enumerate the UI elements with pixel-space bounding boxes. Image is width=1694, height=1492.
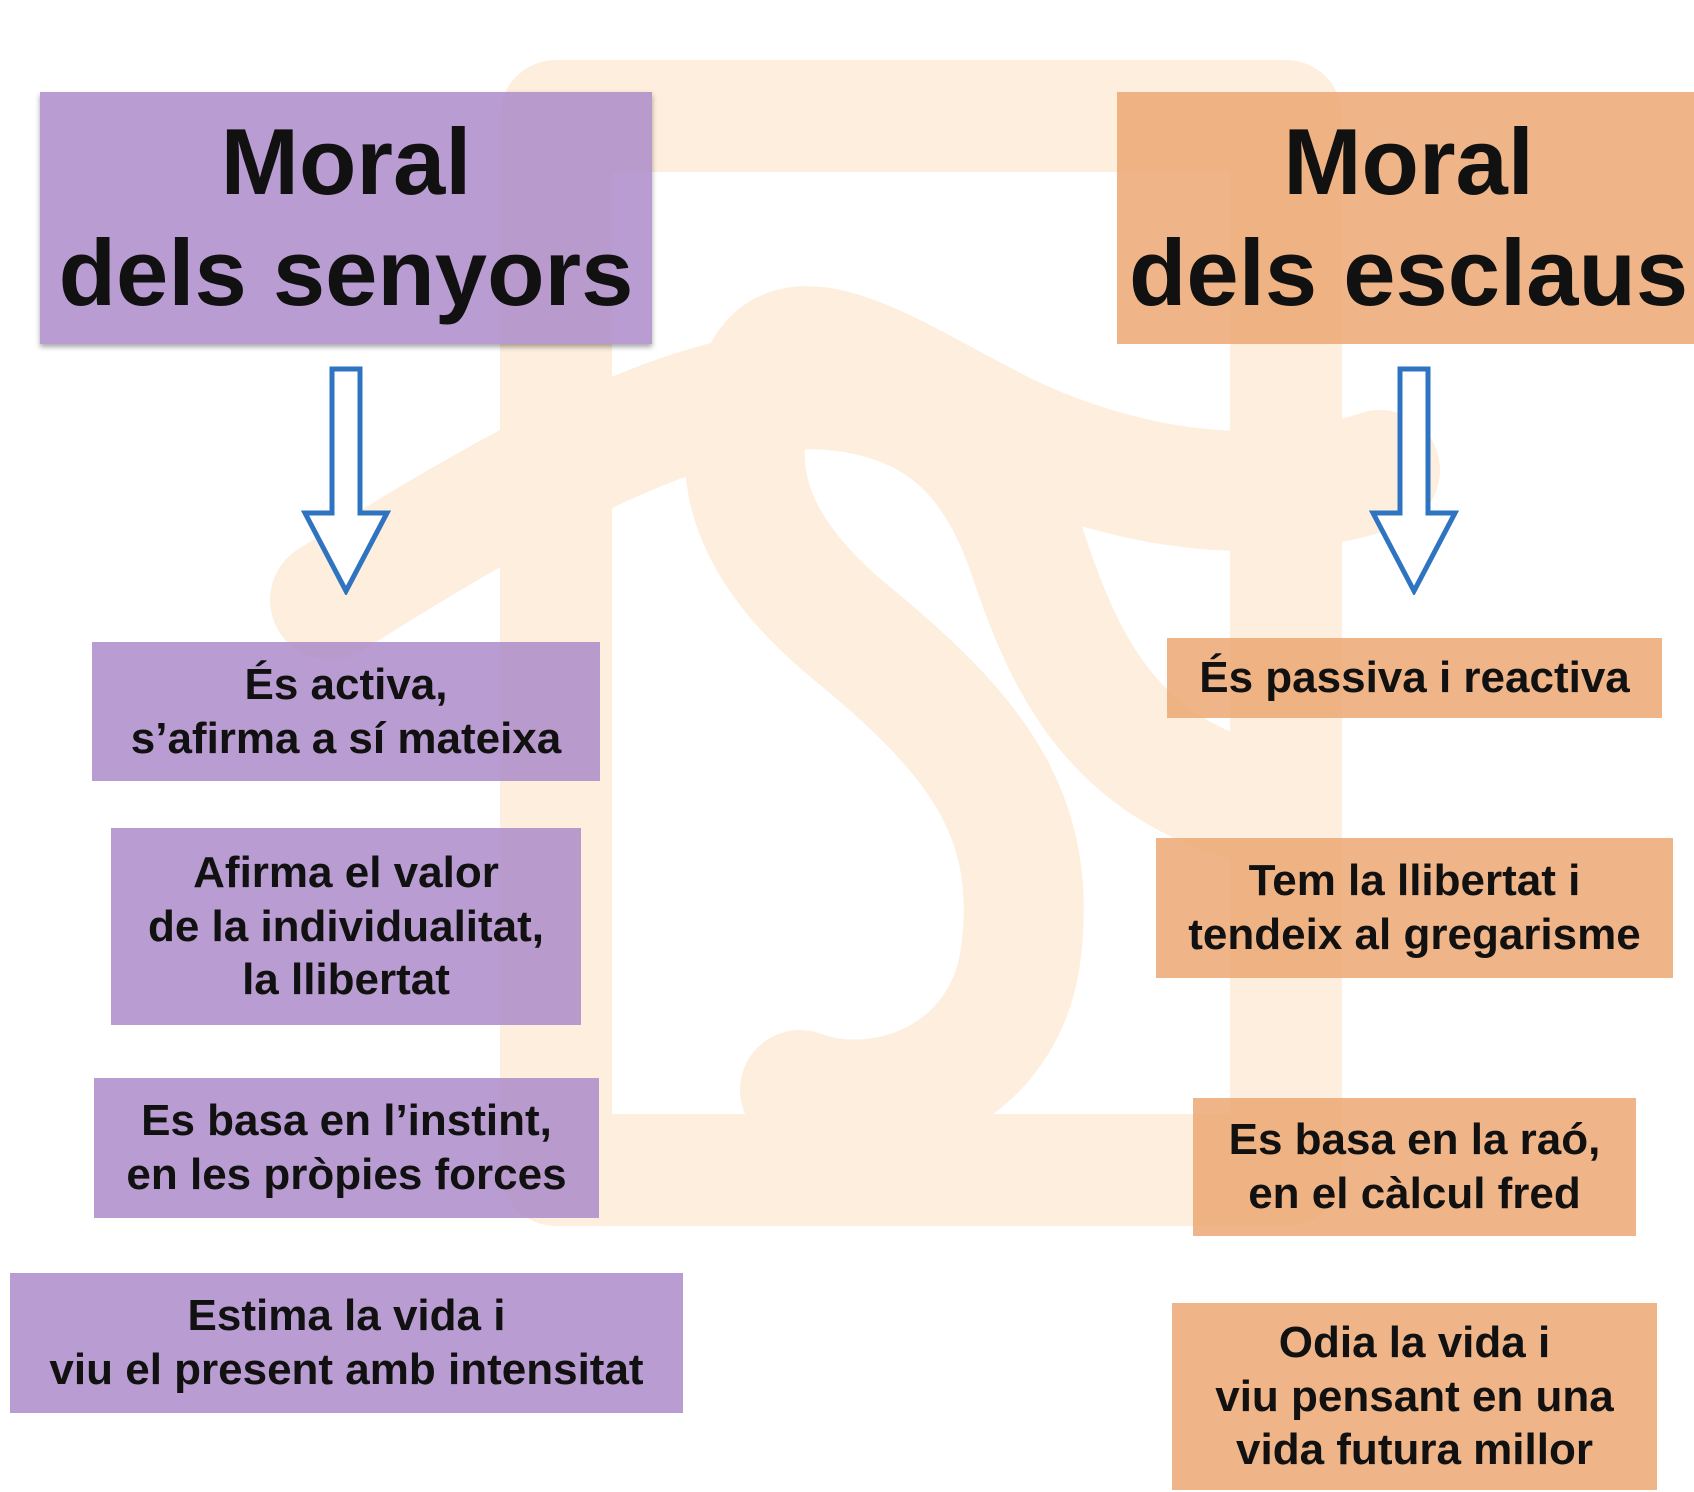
right-item-1-text: És passiva i reactiva xyxy=(1199,653,1630,703)
left-item-2: Afirma el valor de la individualitat, la… xyxy=(111,828,581,1025)
right-item-2: Tem la llibertat i tendeix al gregarisme xyxy=(1156,838,1673,978)
left-item-3: Es basa en l’instint, en les pròpies for… xyxy=(94,1078,599,1218)
right-item-3-text: Es basa en la raó, en el càlcul fred xyxy=(1228,1115,1601,1218)
left-item-4-text: Estima la vida i viu el present amb inte… xyxy=(49,1291,644,1394)
left-item-3-text: Es basa en l’instint, en les pròpies for… xyxy=(126,1096,567,1199)
left-item-1: És activa, s’afirma a sí mateixa xyxy=(92,642,600,781)
left-title: Moral dels senyors xyxy=(58,109,634,325)
right-item-4: Odia la vida i viu pensant en una vida f… xyxy=(1172,1303,1657,1490)
right-item-3: Es basa en la raó, en el càlcul fred xyxy=(1193,1098,1636,1236)
left-title-box: Moral dels senyors xyxy=(40,92,652,344)
right-title: Moral dels esclaus xyxy=(1129,109,1689,325)
left-item-1-text: És activa, s’afirma a sí mateixa xyxy=(130,659,562,763)
right-down-arrow-icon xyxy=(1369,366,1459,595)
left-item-2-text: Afirma el valor de la individualitat, la… xyxy=(147,847,545,1005)
right-item-1: És passiva i reactiva xyxy=(1167,638,1662,718)
right-item-4-text: Odia la vida i viu pensant en una vida f… xyxy=(1215,1317,1614,1475)
left-item-4: Estima la vida i viu el present amb inte… xyxy=(10,1273,683,1413)
right-item-2-text: Tem la llibertat i tendeix al gregarisme xyxy=(1188,856,1641,959)
left-down-arrow-icon xyxy=(301,366,391,595)
right-title-box: Moral dels esclaus xyxy=(1117,92,1694,344)
